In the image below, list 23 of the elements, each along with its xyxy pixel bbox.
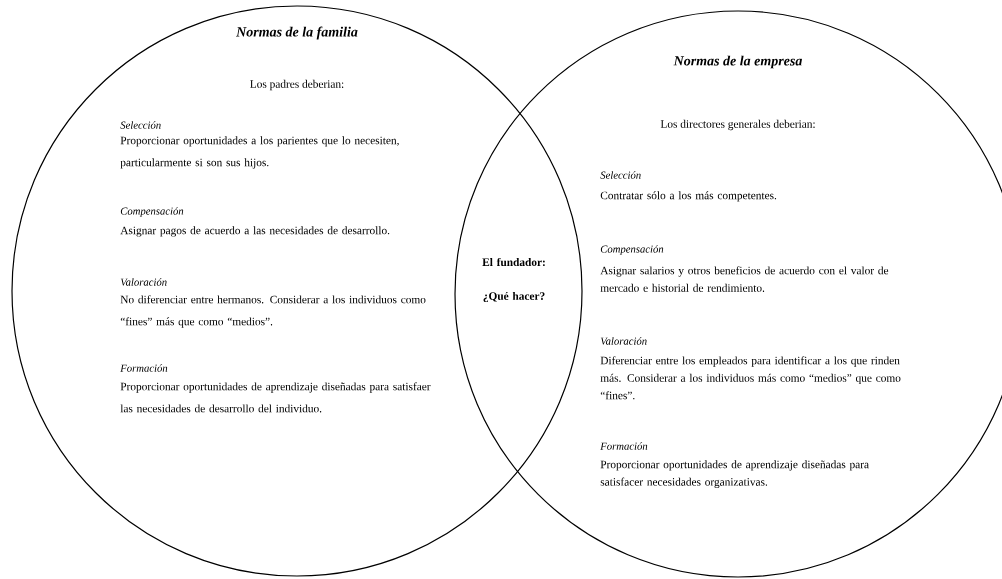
- section-title: Normas de la familia: [236, 26, 358, 40]
- category-heading: Formación: [120, 364, 168, 372]
- intro-text: Los padres deberian:: [250, 79, 344, 91]
- category-heading: Valoración: [120, 278, 167, 286]
- category-heading: Compensación: [600, 245, 664, 255]
- category-heading: Formación: [600, 442, 648, 450]
- body-text: Asignar pagos de acuerdo a las necesidades de desarrollo.: [120, 226, 390, 237]
- body-text: No diferenciar entre hermanos. Considerar a los individuos como “fines” más que como “medios”.: [120, 295, 426, 328]
- section-title: Normas de la empresa: [673, 55, 802, 69]
- center-label: ¿Qué hacer?: [483, 291, 545, 303]
- intro-text: Los directores generales deberian:: [660, 119, 815, 131]
- circle: [11, 5, 583, 577]
- body-text: Contratar sólo a los más competentes.: [600, 191, 777, 202]
- category-heading: Selección: [600, 171, 641, 179]
- body-text: Diferenciar entre los empleados para identificar a los que rinden más. Considerar a los individuos más como “medios” que como “fines”.: [600, 356, 901, 400]
- body-text: Asignar salarios y otros beneficios de acuerdo con el valor de mercado e historial de rendimiento.: [600, 266, 889, 292]
- category-heading: Valoración: [600, 337, 647, 345]
- body-text: Proporcionar oportunidades de aprendizaje diseñadas para satisfaer las necesidades de desarrollo del individuo.: [120, 382, 431, 413]
- body-text: Proporcionar oportunidades de aprendizaje diseñadas para satisfacer necesidades organizativas.: [600, 460, 869, 489]
- center-label: El fundador:: [482, 257, 545, 267]
- category-heading: Compensación: [120, 207, 184, 217]
- category-heading: Selección: [120, 121, 161, 129]
- body-text: Proporcionar oportunidades a los parientes que lo necesiten, particularmente si son sus hijos.: [120, 136, 399, 169]
